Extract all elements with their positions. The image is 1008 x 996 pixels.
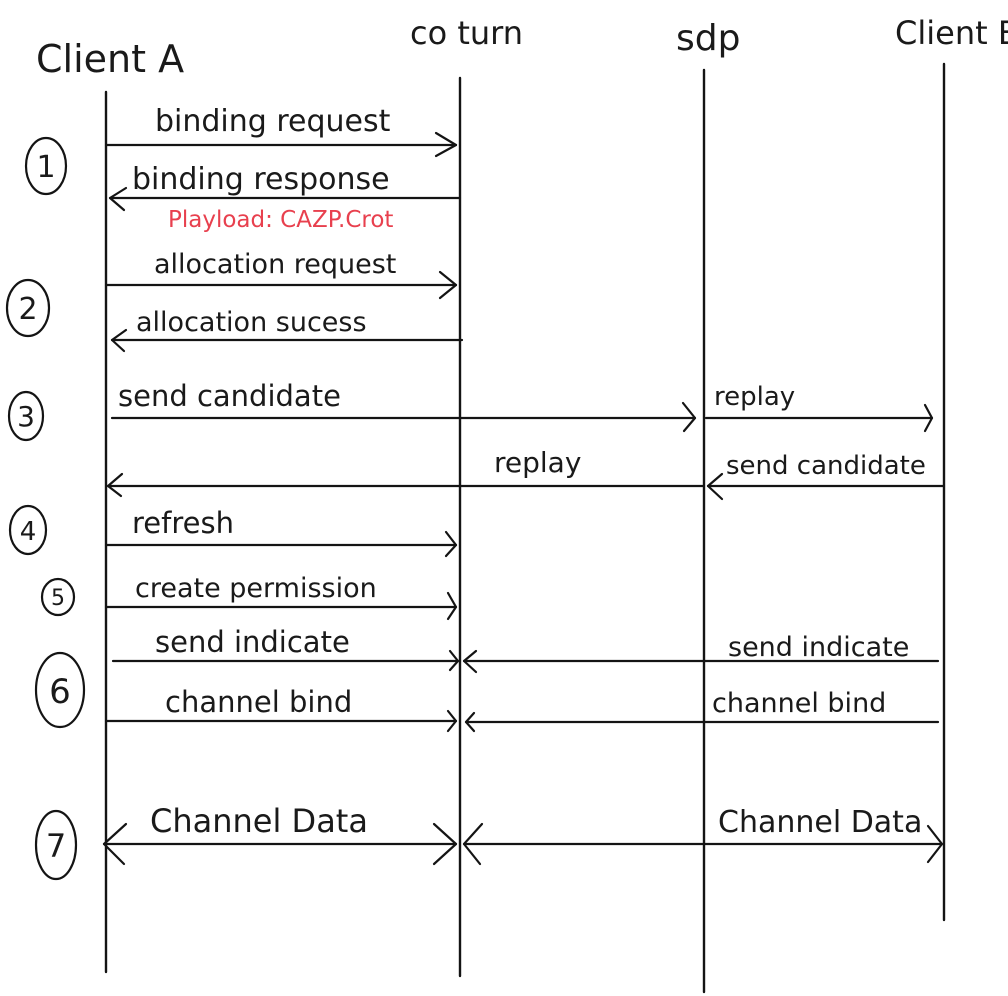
arrow-replay-to-a <box>106 472 705 498</box>
message-label-channel-data-a: Channel Data <box>150 802 368 840</box>
step-marker-2: 2 <box>5 278 51 338</box>
step-marker-6: 6 <box>34 651 86 729</box>
arrow-create-permission <box>104 591 458 621</box>
step-marker-7: 7 <box>34 809 78 881</box>
step-label-3: 3 <box>17 400 35 433</box>
message-label-channel-bind-b: channel bind <box>712 688 886 719</box>
arrow-send-candidate-a <box>110 401 697 433</box>
message-label-binding-request: binding request <box>155 104 391 139</box>
step-marker-5: 5 <box>40 577 76 617</box>
arrow-channel-data-b <box>462 822 944 866</box>
participant-label-client-b: Client B <box>895 14 1008 52</box>
participant-label-coturn: co turn <box>410 14 523 52</box>
step-label-6: 6 <box>49 672 71 712</box>
message-label-replay-to-a: replay <box>494 446 581 479</box>
message-label-send-candidate-b: send candidate <box>726 451 926 481</box>
step-label-5: 5 <box>51 586 65 611</box>
arrow-refresh <box>104 530 458 558</box>
step-marker-3: 3 <box>7 390 45 442</box>
step-marker-1: 1 <box>24 136 68 196</box>
step-marker-4: 4 <box>8 504 48 556</box>
arrow-allocation-request <box>104 270 458 300</box>
message-label-channel-data-b: Channel Data <box>718 805 922 840</box>
arrow-send-candidate-b <box>706 472 946 501</box>
note-payload: Playload: CAZP.Crot <box>168 207 393 233</box>
step-label-1: 1 <box>36 150 55 185</box>
participant-label-sdp: sdp <box>676 18 740 59</box>
arrow-channel-data-a <box>102 822 458 866</box>
message-label-refresh: refresh <box>132 506 234 540</box>
arrow-send-indicate-a <box>111 649 460 672</box>
step-label-7: 7 <box>46 827 66 865</box>
arrow-binding-response <box>108 186 462 212</box>
message-label-replay-to-b: replay <box>714 382 795 412</box>
message-label-allocation-success: allocation sucess <box>136 307 367 338</box>
arrow-channel-bind-b <box>464 711 940 733</box>
message-label-create-permission: create permission <box>135 573 377 604</box>
message-label-channel-bind-a: channel bind <box>165 685 352 719</box>
arrow-replay-to-b <box>704 403 934 433</box>
message-label-binding-response: binding response <box>132 162 390 197</box>
arrow-allocation-success <box>110 328 464 353</box>
message-label-send-candidate-a: send candidate <box>118 379 341 413</box>
step-label-4: 4 <box>20 517 37 547</box>
step-label-2: 2 <box>18 292 37 327</box>
message-label-send-indicate-b: send indicate <box>728 632 909 663</box>
arrow-channel-bind-a <box>104 709 458 733</box>
message-label-send-indicate-a: send indicate <box>155 625 350 659</box>
participant-label-client-a: Client A <box>36 37 184 81</box>
message-label-allocation-request: allocation request <box>154 249 396 280</box>
arrow-binding-request <box>104 131 458 158</box>
arrow-send-indicate-b <box>462 649 940 674</box>
